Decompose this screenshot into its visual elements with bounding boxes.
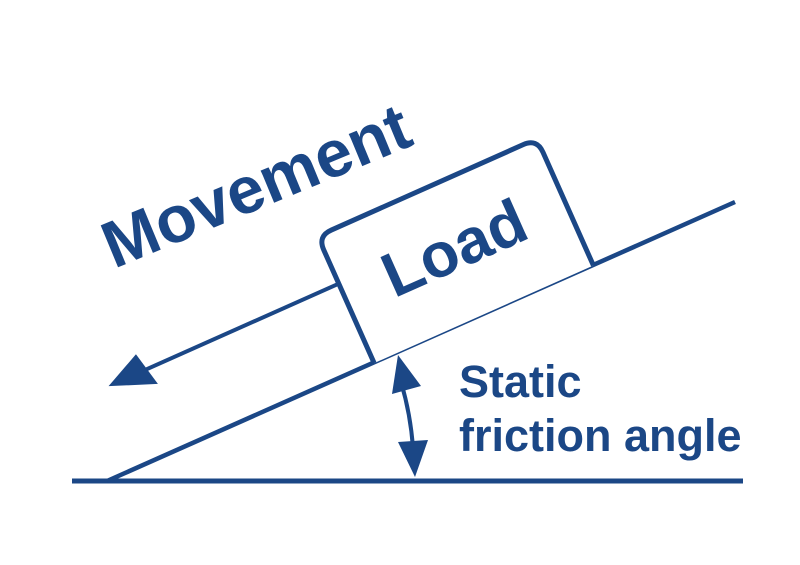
angle-arrowhead-top-icon xyxy=(392,355,421,394)
movement-arrow xyxy=(108,282,339,387)
incline-frame: Load xyxy=(108,140,596,387)
load-box xyxy=(319,140,596,365)
angle-arc-arrow xyxy=(392,355,428,477)
static-friction-angle-label: Static friction angle xyxy=(459,356,742,461)
movement-arrowhead-icon xyxy=(108,354,158,387)
static-friction-angle-line1: Static xyxy=(459,356,582,407)
movement-arrow-shaft xyxy=(136,282,339,375)
angle-arrowhead-bottom-icon xyxy=(398,440,428,477)
angle-arc-shaft xyxy=(399,381,415,449)
static-friction-angle-line2: friction angle xyxy=(459,410,742,461)
